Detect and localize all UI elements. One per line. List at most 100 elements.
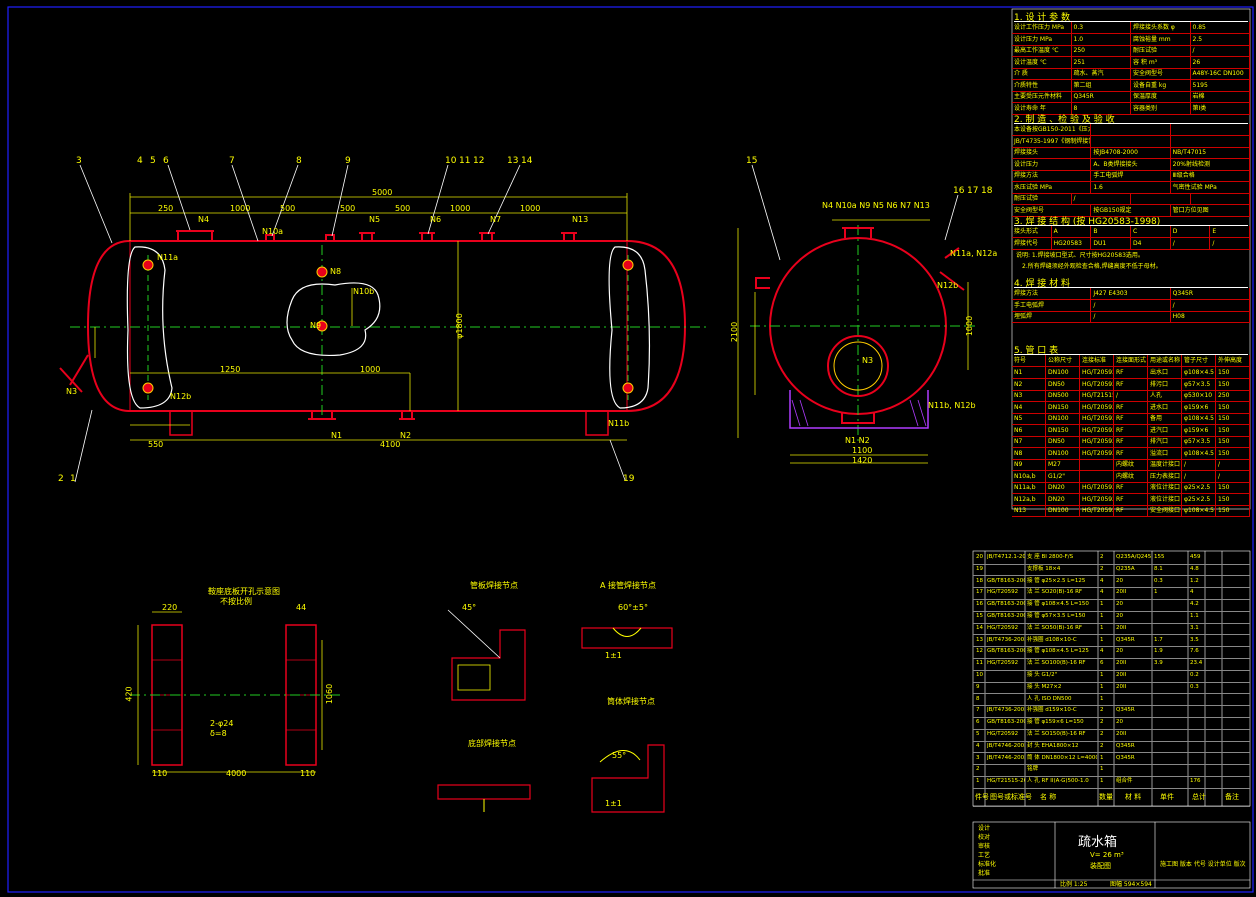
bom-header-cell: 总计 [1192, 793, 1206, 801]
bom-cell-name: 铭牌 [1027, 766, 1039, 773]
bom-header-cell: 件号 [975, 793, 989, 801]
tag-side-top: N4 N10a N9 N5 N6 N7 N13 [822, 201, 930, 210]
bom-cell-mat: Q345R [1116, 742, 1135, 749]
design-param-cell: 最高工作温度 ℃ [1012, 45, 1072, 56]
part-number-19: 19 [623, 474, 635, 484]
bom-cell-no: 12 [976, 648, 983, 655]
nozzle-cell: HG/T20592-2009 [1082, 367, 1114, 378]
nozzle-cell: 内螺纹 [1114, 470, 1148, 482]
section-materials: 4. 焊 接 材 料 [1014, 276, 1248, 289]
nozzle-cell: N9 [1012, 459, 1046, 470]
bom-cell-code: HG/T20592 [987, 731, 1019, 737]
nozzle-cell: N8 [1012, 447, 1046, 459]
weld-cell: D [1171, 226, 1211, 237]
tag-n3: N3 [66, 387, 78, 396]
manufacture-cell: Ⅲ级合格 [1171, 170, 1250, 181]
nozzle-n9-top [325, 234, 335, 241]
bom-cell-no: 6 [976, 719, 980, 726]
part-number-9: 9 [345, 156, 351, 166]
nozzle-header-cell: 连接标准 [1080, 355, 1114, 366]
dim-thickness: δ=8 [210, 729, 227, 738]
manhole-outline [286, 282, 381, 357]
nozzle-cell: DN50 [1046, 436, 1080, 447]
bom-cell-qty: 2 [1100, 565, 1104, 572]
nozzle-cell: / [1216, 459, 1250, 470]
nozzle-cell: 人孔 [1148, 390, 1182, 401]
material-cell: 焊接方法 [1012, 288, 1092, 299]
bom-cell-code: JB/T4746-2002 [987, 742, 1025, 749]
manufacture-row: 安全阀型号按GB150规定管口方位见图 [1012, 204, 1250, 217]
design-param-cell: 安全阀型号 [1131, 68, 1191, 79]
title-block-label: 标准化 [978, 861, 997, 868]
bom-cell-qty: 1 [1100, 613, 1104, 619]
bom-cell-w1: 8.1 [1154, 565, 1163, 572]
dim-saddle-6: 110 [300, 769, 316, 778]
nozzle-n13 [561, 232, 577, 241]
nozzle-n11b-marker [622, 382, 634, 394]
bom-cell-name: 接 管 φ108×4.5 L=125 [1027, 648, 1089, 655]
weld-cell: / [1171, 237, 1211, 249]
nozzle-cell: DN150 [1046, 424, 1080, 436]
dim-seg-2: 500 [280, 204, 296, 213]
nozzle-cell: N13 [1012, 505, 1046, 516]
bom-cell-qty: 1 [1100, 672, 1104, 678]
bom-cell-mat: 20II [1116, 660, 1127, 667]
nozzle-cell: HG/T20592-2009 [1082, 424, 1114, 436]
bom-cell-code: GB/T8163-2008 [987, 648, 1025, 655]
bom-cell-name: 法 兰 SO20(B)-16 RF [1027, 589, 1083, 596]
title-sheet: 装配图 [1090, 862, 1111, 870]
side-saddle [789, 390, 929, 429]
bom-cell-w1: 1 [1154, 589, 1158, 596]
manufacture-cell: 气密性试验 MPa [1171, 181, 1250, 193]
front-dimensions [94, 193, 628, 441]
manufacture-cell: JB/T4735-1997《钢制焊接常压容器》 [1012, 135, 1092, 147]
bom-header-cell: 图号或标准号 [990, 793, 1032, 801]
manufacture-cell: 按JB4708-2000 [1091, 147, 1171, 158]
title-scale: 比例 1:25 [1060, 881, 1088, 888]
title-block-label: 设计 [978, 825, 991, 832]
bom-cell-w1: 1.7 [1154, 636, 1163, 643]
bom-cell-no: 1 [976, 778, 980, 785]
tag-n9: N9 [310, 321, 322, 330]
bom-cell-no: 19 [976, 565, 983, 572]
material-cell: / [1091, 299, 1171, 311]
nozzle-cell: 溢流口 [1148, 447, 1182, 459]
weld-cell: 接头形式 [1012, 226, 1052, 237]
dim-diameter: φ1800 [454, 313, 464, 339]
material-cell: / [1171, 299, 1250, 311]
manufacture-cell: 1.6 [1091, 181, 1171, 193]
bom-cell-w2: 7.6 [1190, 648, 1199, 655]
bom-cell-name: 封 头 EHA1800×12 [1027, 742, 1079, 749]
nozzle-n9-marker [316, 320, 328, 332]
bom-cell-name: 接 管 φ159×6 L=150 [1027, 719, 1084, 726]
nozzle-cell: N4 [1012, 401, 1046, 413]
nozzle-cell: / [1182, 459, 1216, 470]
part-number-2: 2 [58, 474, 64, 484]
weld-cell: HG20583 [1052, 237, 1092, 249]
bom-cell-w2: 176 [1190, 778, 1201, 785]
tag-n6: N6 [430, 215, 442, 224]
bom-cell-qty: 2 [1100, 742, 1104, 749]
weld-title-a: 管板焊接节点 [470, 581, 518, 590]
design-param-cell: 介质特性 [1012, 79, 1072, 91]
design-param-cell: 设备自重 kg [1131, 79, 1191, 91]
nozzle-cell [1080, 459, 1114, 470]
manufacture-row: 耐压试验/ [1012, 193, 1250, 205]
nozzle-cell: HG/T20592-2009 [1082, 413, 1114, 424]
weld-title-c: 底部焊接节点 [468, 739, 516, 748]
bom-cell-name: 法 兰 SO150(B)-16 RF [1027, 731, 1086, 737]
title-block-label: 校对 [978, 834, 991, 841]
design-param-cell: 8 [1072, 102, 1131, 114]
